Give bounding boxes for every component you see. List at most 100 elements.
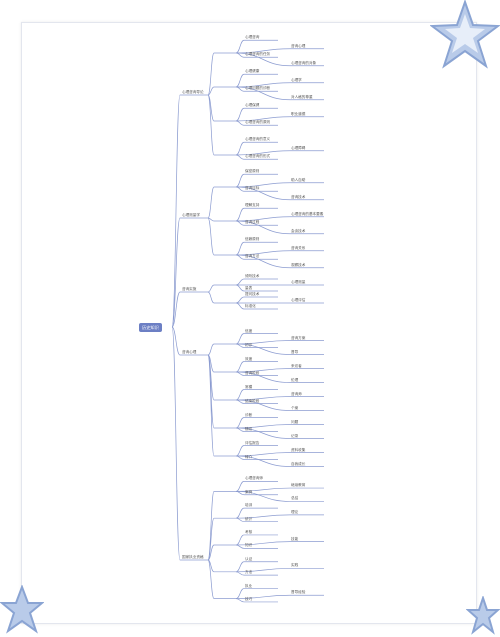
connector (235, 389, 245, 401)
leaf-node: 实践 (291, 563, 299, 568)
connector (235, 116, 291, 122)
connector (235, 343, 291, 355)
leaf-node: 咨询心理 (291, 43, 306, 48)
connector (235, 517, 245, 522)
leaf-node: 继续教育 (291, 483, 306, 488)
leaf-node: 咨询关系 (291, 245, 306, 250)
connector (235, 86, 291, 101)
connector (207, 86, 215, 96)
connector (207, 94, 215, 156)
connector (171, 291, 181, 328)
connector (235, 568, 291, 573)
leaf-node: 资料收集 (291, 447, 306, 452)
leaf-node: 心理咨询的原则 (245, 120, 271, 125)
connector (235, 39, 245, 54)
leaf-node: 评估报告 (245, 440, 260, 445)
connector (235, 73, 245, 88)
connector (207, 52, 215, 96)
leaf-node: 保密原则 (245, 169, 260, 174)
connector (235, 173, 245, 188)
leaf-node: 理论 (291, 509, 299, 514)
branch-node: 咨询实施 (182, 287, 197, 291)
connector (235, 481, 245, 492)
leaf-node: 观察技术 (291, 262, 306, 267)
leaf-node: 职业道德 (291, 111, 306, 116)
leaf-node: 助人自助 (291, 177, 306, 182)
leaf-node: 咨询目标 (245, 186, 260, 191)
connector (235, 182, 291, 188)
leaf-node: 督导 (291, 349, 299, 354)
leaf-node: 咨询技术 (291, 194, 306, 199)
leaf-node: 总结 (291, 496, 299, 501)
connector (235, 491, 291, 502)
leaf-node: 心理咨询的基本要素 (291, 211, 324, 216)
leaf-node: 心理咨询的任务 (245, 52, 271, 57)
connector (207, 354, 215, 457)
leaf-node: 对人格的尊重 (291, 94, 313, 99)
leaf-node: 心理咨询的形式 (245, 154, 271, 159)
leaf-node: 咨询方法 (245, 254, 260, 259)
leaf-node: 心理咨询师 (245, 476, 263, 481)
connector (235, 296, 245, 304)
connector (207, 491, 215, 561)
connector (171, 94, 181, 328)
connector (235, 254, 291, 269)
leaf-node: 统计 (245, 516, 253, 521)
leaf-node: 记录 (291, 433, 299, 438)
connector (235, 216, 291, 222)
branch-node: 心理测量学 (182, 213, 200, 217)
connector (235, 220, 291, 235)
connector (235, 594, 291, 599)
connector (235, 371, 291, 383)
leaf-node: 技能 (291, 536, 299, 541)
leaf-node: 方法 (245, 570, 253, 575)
star-decoration-bottom-right (466, 596, 500, 635)
leaf-node: 认证 (245, 556, 253, 561)
connector (235, 141, 245, 156)
leaf-node: 结束阶段 (245, 398, 260, 403)
connector (235, 250, 291, 256)
connector (207, 354, 215, 429)
connector (235, 107, 245, 122)
connector (235, 534, 245, 546)
connector (235, 120, 245, 126)
leaf-node: 倾听技术 (245, 274, 260, 278)
branch-node: 咨询心理 (182, 350, 197, 354)
leaf-node: 初诊 (245, 342, 253, 347)
leaf-node: 效度 (245, 356, 253, 361)
connector (235, 150, 291, 156)
leaf-node: 心理学 (291, 77, 302, 82)
connector (235, 514, 291, 519)
connector (207, 284, 215, 293)
leaf-node: 个案 (291, 405, 299, 410)
leaf-node: 培训 (245, 503, 253, 508)
connector (235, 561, 245, 573)
leaf-node: 信度 (245, 328, 253, 333)
leaf-node: 心理保健 (245, 103, 260, 108)
star-decoration-bottom-left (0, 585, 44, 634)
connector (235, 241, 245, 256)
leaf-node: 心理咨询的意义 (245, 137, 271, 142)
branch-node: 国家执业资格 (182, 555, 204, 559)
connector (235, 544, 245, 549)
leaf-node: 来访者 (291, 363, 302, 368)
connector (171, 217, 181, 328)
connector (207, 291, 215, 304)
leaf-node: 伦理 (291, 377, 299, 382)
leaf-node: 常模 (245, 384, 253, 389)
leaf-node: 案例 (245, 489, 253, 494)
connector (235, 186, 291, 201)
leaf-node: 咨询阶段 (245, 370, 260, 375)
leaf-node: 提问技术 (245, 292, 260, 296)
leaf-node: 标准化 (245, 304, 256, 308)
connector (235, 507, 245, 519)
connector (207, 517, 215, 561)
connector (171, 326, 181, 561)
connector (235, 48, 291, 54)
leaf-node: 自我成长 (291, 461, 306, 466)
connector (235, 82, 291, 88)
leaf-node: 心理测量 (291, 280, 306, 284)
leaf-node: 心理问题的诊断 (245, 86, 271, 91)
leaf-node: 心理咨询的对象 (291, 60, 317, 65)
